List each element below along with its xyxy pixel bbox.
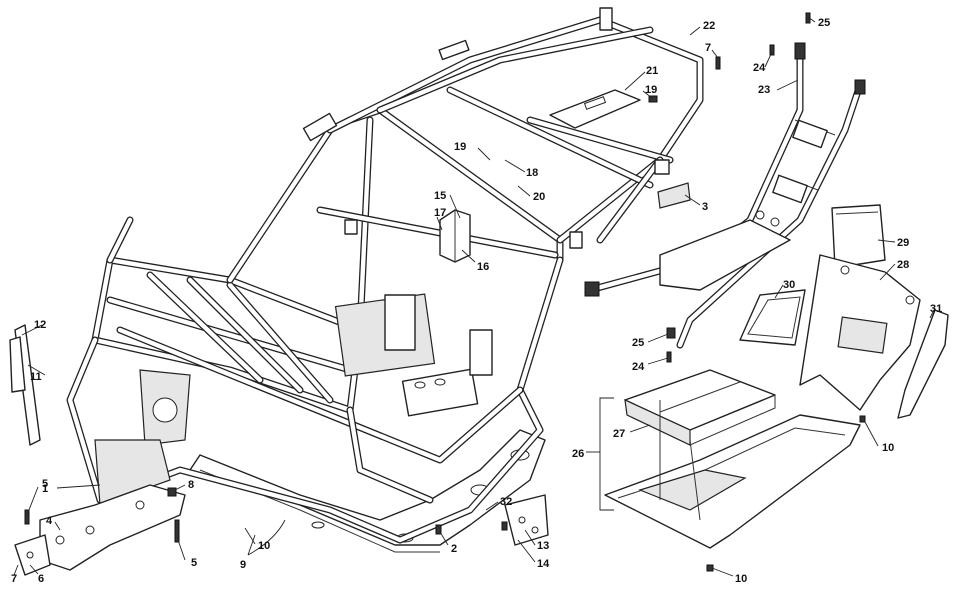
callout-8: 8 <box>188 479 194 491</box>
callout-6: 6 <box>38 573 44 585</box>
callout-14: 14 <box>537 558 550 570</box>
part-30-pad <box>739 289 806 346</box>
callout-32: 32 <box>500 496 512 508</box>
callout-4: 4 <box>46 515 53 527</box>
part-11-12-bumper-bracket <box>9 324 41 446</box>
part-6-bracket <box>14 534 51 576</box>
callout-16: 16 <box>477 261 489 273</box>
callout-3: 3 <box>702 201 708 213</box>
callout-5a: 5 <box>42 478 48 490</box>
callout-15: 15 <box>434 190 446 202</box>
callout-17: 17 <box>434 207 446 219</box>
leader-lines <box>13 16 936 577</box>
callout-31: 31 <box>930 303 942 315</box>
callout-26: 26 <box>572 448 584 460</box>
part-31-side-trim <box>897 309 949 419</box>
callout-28: 28 <box>897 259 909 271</box>
part-13-14-rear-bracket <box>504 494 549 546</box>
callout-13: 13 <box>537 540 549 552</box>
callout-27: 27 <box>613 428 625 440</box>
part-3-strip <box>657 182 691 209</box>
callout-19b: 19 <box>645 84 657 96</box>
callout-24b: 24 <box>632 361 645 373</box>
callout-7b: 7 <box>705 42 711 54</box>
part-27-seat-cushion <box>624 369 776 446</box>
fasteners <box>24 12 866 572</box>
callout-9: 9 <box>240 559 246 571</box>
callout-labels: 1 2 3 4 5 5 6 7 7 8 9 10 10 10 11 12 13 … <box>11 17 942 585</box>
callout-12: 12 <box>34 319 46 331</box>
callout-23: 23 <box>758 84 770 96</box>
callout-10a: 10 <box>258 540 270 552</box>
part-29-seat-back <box>831 204 886 269</box>
callout-5b: 5 <box>191 557 197 569</box>
callout-22: 22 <box>703 20 715 32</box>
callout-18: 18 <box>526 167 538 179</box>
part-21-crossmember <box>549 89 641 129</box>
callout-29: 29 <box>897 237 909 249</box>
callout-24a: 24 <box>753 62 766 74</box>
part-23-rear-subframe <box>584 42 866 349</box>
callout-2: 2 <box>451 543 457 555</box>
callout-25a: 25 <box>818 17 830 29</box>
callout-21: 21 <box>646 65 658 77</box>
callout-7a: 7 <box>11 573 17 585</box>
callout-1: 1 <box>42 483 48 495</box>
callout-30: 30 <box>783 279 795 291</box>
callout-25b: 25 <box>632 337 644 349</box>
main-frame <box>66 7 704 553</box>
callout-20: 20 <box>533 191 545 203</box>
part-26-seat-base <box>604 400 861 549</box>
callout-19a: 19 <box>454 141 466 153</box>
part-28-rear-panel <box>799 254 921 411</box>
callout-10b: 10 <box>882 442 894 454</box>
callout-11: 11 <box>30 371 42 383</box>
part-15-bracket <box>439 209 471 263</box>
callout-10c: 10 <box>735 573 747 585</box>
